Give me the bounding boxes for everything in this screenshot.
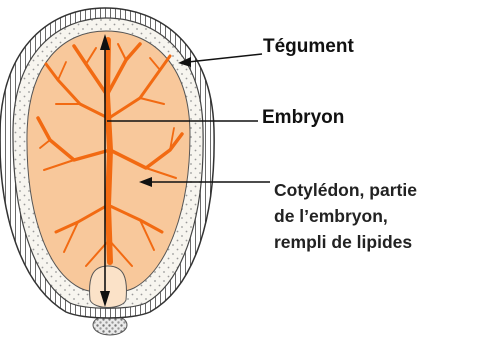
label-cotyledon-line-2: de l’embryon,	[274, 203, 417, 229]
radicle	[90, 266, 127, 308]
label-cotyledon: Cotylédon, partie de l’embryon, rempli d…	[274, 177, 417, 255]
label-cotyledon-line-3: rempli de lipides	[274, 229, 417, 255]
label-embryon: Embryon	[262, 107, 344, 129]
label-tegument: Tégument	[263, 36, 354, 58]
label-cotyledon-line-1: Cotylédon, partie	[274, 177, 417, 203]
